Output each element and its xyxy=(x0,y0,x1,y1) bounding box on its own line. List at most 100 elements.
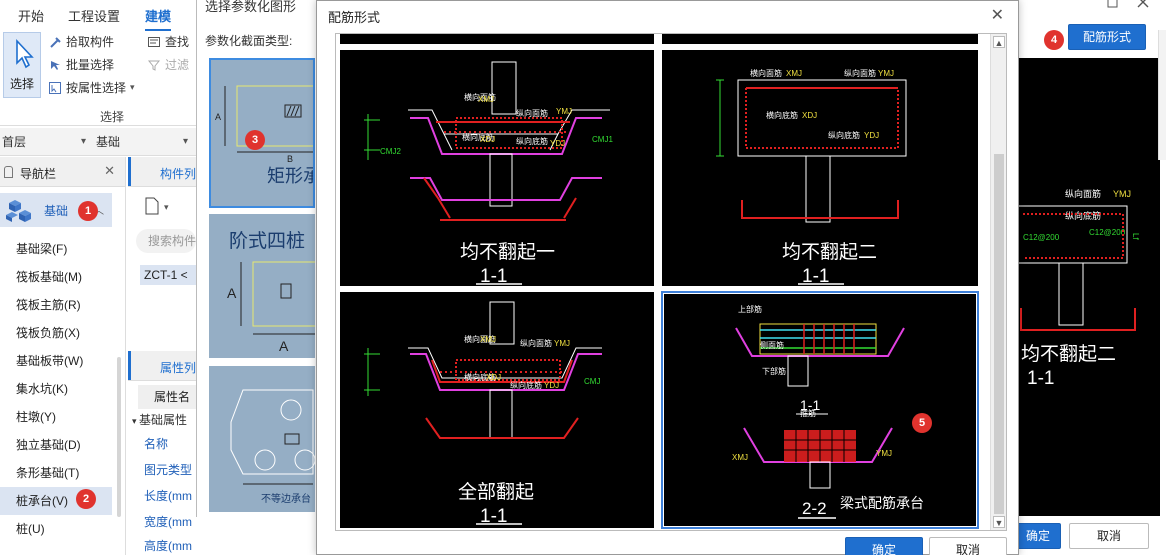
cad1-ymj-label: YMJ xyxy=(556,107,572,116)
batch-select-label: 批量选择 xyxy=(66,58,115,72)
pick-icon xyxy=(48,35,62,49)
tab-start[interactable]: 开始 xyxy=(18,9,45,24)
tab-property-list[interactable]: 属性列 xyxy=(128,351,196,381)
rebar-option-beam-type-cap[interactable]: 上部筋 下部筋 侧面筋 1-1 箍筋 XMJ YMJ 2-2 梁式配筋承台 xyxy=(661,291,979,529)
select-by-property-label: 按属性选择 xyxy=(66,81,127,95)
preview-ymj-label: YMJ xyxy=(1113,189,1131,199)
tab-project-settings[interactable]: 工程设置 xyxy=(68,9,121,24)
scroll-up-icon[interactable]: ▲ xyxy=(993,36,1005,48)
svg-text:A: A xyxy=(215,112,221,122)
ok-button[interactable]: 确定 xyxy=(845,537,923,555)
nav-item[interactable]: 基础梁(F) xyxy=(16,242,68,256)
cad1-cmj2-label: CMJ2 xyxy=(380,147,401,156)
property-name-header: 属性名 xyxy=(138,385,196,409)
property-row[interactable]: 长度(mm xyxy=(144,489,192,503)
nav-item[interactable]: 筏板主筋(R) xyxy=(16,298,81,312)
nav-item[interactable]: 独立基础(D) xyxy=(16,438,81,452)
find-icon xyxy=(147,35,161,49)
nav-item[interactable]: 集水坑(K) xyxy=(16,382,68,396)
cad1-xdj-label: XDJ xyxy=(480,135,495,144)
category-select[interactable]: 基础 ▾ xyxy=(94,132,192,152)
cad1-vtop-label: 纵向面筋 xyxy=(516,108,548,118)
property-select-icon xyxy=(48,81,62,95)
cad1-ydj-label: YDJ xyxy=(550,139,565,148)
cad3-xmj-label: XMJ xyxy=(480,335,496,344)
cursor-arrow-icon xyxy=(16,38,34,69)
nav-header: 导航栏 ✕ xyxy=(0,157,125,187)
pick-component-button[interactable]: 拾取构件 xyxy=(48,33,114,50)
component-search-input[interactable]: 搜索构件 xyxy=(136,229,196,253)
cad4-ymj-label: YMJ xyxy=(876,449,892,458)
close-icon[interactable]: ✕ xyxy=(990,7,1004,24)
gallery-scrollbar[interactable]: ▲ ▼ xyxy=(990,34,1006,530)
tab-modeling[interactable]: 建模 xyxy=(145,6,172,31)
dialog-title: 配筋形式 xyxy=(328,10,381,25)
property-row[interactable]: 名称 xyxy=(144,437,169,451)
thumb-unequal-side-cap[interactable]: 不等边承台 xyxy=(209,366,315,512)
cad2-htop-label: 横向面筋 xyxy=(750,68,782,78)
nav-category-foundation[interactable]: 基础 ︿ xyxy=(0,193,112,227)
thumb-rect-pile-cap[interactable]: A B 矩形承台 xyxy=(209,58,315,208)
restore-window-icon[interactable] xyxy=(1105,0,1121,10)
thumb-stepped-four-pile[interactable]: 阶式四桩 A A xyxy=(209,214,315,358)
property-group-basic[interactable]: ▾ 基础属性 xyxy=(132,411,187,428)
cad3-cmj-label: CMJ xyxy=(584,377,600,386)
new-component-icon[interactable]: ▾ xyxy=(142,195,172,217)
property-row[interactable]: 宽度(mm xyxy=(144,515,192,529)
property-row[interactable]: 高度(mm xyxy=(144,539,192,553)
parametric-shape-dialog: 选择参数化图形 参数化截面类型: A B 矩形承台 3 阶式四桩 A A xyxy=(196,0,320,517)
close-icon[interactable] xyxy=(1135,0,1151,10)
cad4-sidebar-label: 侧面筋 xyxy=(760,340,784,350)
cad1-cmj1-label: CMJ1 xyxy=(592,135,613,144)
tab-component-list-label: 构件列 xyxy=(160,167,197,181)
filter-icon xyxy=(147,58,161,72)
find-label: 查找 xyxy=(165,35,190,49)
nav-item[interactable]: 桩(U) xyxy=(16,522,45,536)
nav-scrollbar[interactable] xyxy=(117,357,121,517)
rebar-option-all-bent[interactable]: 横向面筋 XMJ 纵向面筋 YMJ 横向底筋 XDJ 纵向底筋 YDJ CMJ … xyxy=(340,292,654,528)
nav-item[interactable]: 筏板基础(M) xyxy=(16,270,82,284)
close-icon[interactable]: ✕ xyxy=(104,163,115,178)
cancel-button[interactable]: 取消 xyxy=(929,537,1007,555)
filter-button[interactable]: 过滤 xyxy=(147,56,189,73)
unequal-cap-drawing xyxy=(230,389,315,485)
property-group-label: 基础属性 xyxy=(139,413,188,427)
floor-toolbar: 首层 ▾ 基础 ▾ xyxy=(0,128,200,156)
pick-component-label: 拾取构件 xyxy=(66,35,115,49)
section-type-label: 参数化截面类型: xyxy=(205,34,293,48)
tab-component-list[interactable]: 构件列 xyxy=(128,157,196,187)
cad3-vbot-label: 纵向底筋 xyxy=(510,380,542,390)
rebar-option-uniform-one[interactable]: 横向面筋 XMJ 纵向面筋 YMJ 横向底筋 XDJ 纵向底筋 YDJ CMJ1… xyxy=(340,50,654,286)
cad3-htop-label: 横向面筋 xyxy=(464,334,496,344)
nav-item[interactable]: 基础板带(W) xyxy=(16,354,84,368)
cad3-ydj-label: YDJ xyxy=(544,381,559,390)
cancel-button[interactable]: 取消 xyxy=(1069,523,1149,549)
property-row[interactable]: 图元类型 xyxy=(144,463,193,477)
select-by-property-button[interactable]: 按属性选择 ▾ xyxy=(48,79,135,96)
preview-caption: 均不翻起二 xyxy=(1021,343,1116,365)
preview-vtop-label: 纵向面筋 xyxy=(1065,188,1101,199)
floor-value: 首层 xyxy=(2,135,27,149)
component-item-zct1[interactable]: ZCT-1 < xyxy=(140,265,196,285)
rebar-form-button[interactable]: 配筋形式 xyxy=(1068,24,1146,50)
rebar-option-uniform-two[interactable]: 横向面筋 XMJ 纵向面筋 YMJ 横向底筋 XDJ 纵向底筋 YDJ 均不翻起… xyxy=(662,50,978,286)
cell2-section: 1-1 xyxy=(802,266,829,286)
nav-item[interactable]: 条形基础(T) xyxy=(16,466,80,480)
tab-active-bar xyxy=(128,157,131,186)
find-button[interactable]: 查找 xyxy=(147,33,189,50)
nav-list: 基础梁(F) 筏板基础(M) 筏板主筋(R) 筏板负筋(X) 基础板带(W) 集… xyxy=(0,235,112,543)
scroll-thumb[interactable] xyxy=(994,154,1004,514)
nav-item[interactable]: 筏板负筋(X) xyxy=(16,326,80,340)
cad3-xdj-label: XDJ xyxy=(486,373,501,382)
scroll-down-icon[interactable]: ▼ xyxy=(993,516,1005,528)
batch-select-button[interactable]: 批量选择 xyxy=(48,56,114,73)
cad2-hbot-label: 横向底筋 xyxy=(766,110,798,120)
select-button[interactable]: 选择 xyxy=(3,32,41,98)
preview-vbot-label: 纵向底筋 xyxy=(1065,210,1101,221)
dropdown-arrow-icon: ▾ xyxy=(130,82,135,92)
floor-select[interactable]: 首层 ▾ xyxy=(0,132,90,152)
nav-item[interactable]: 柱墩(Y) xyxy=(16,410,56,424)
confirm-button[interactable]: 确定 xyxy=(1015,523,1061,549)
category-value: 基础 xyxy=(96,135,121,149)
pin-icon[interactable] xyxy=(4,166,13,178)
